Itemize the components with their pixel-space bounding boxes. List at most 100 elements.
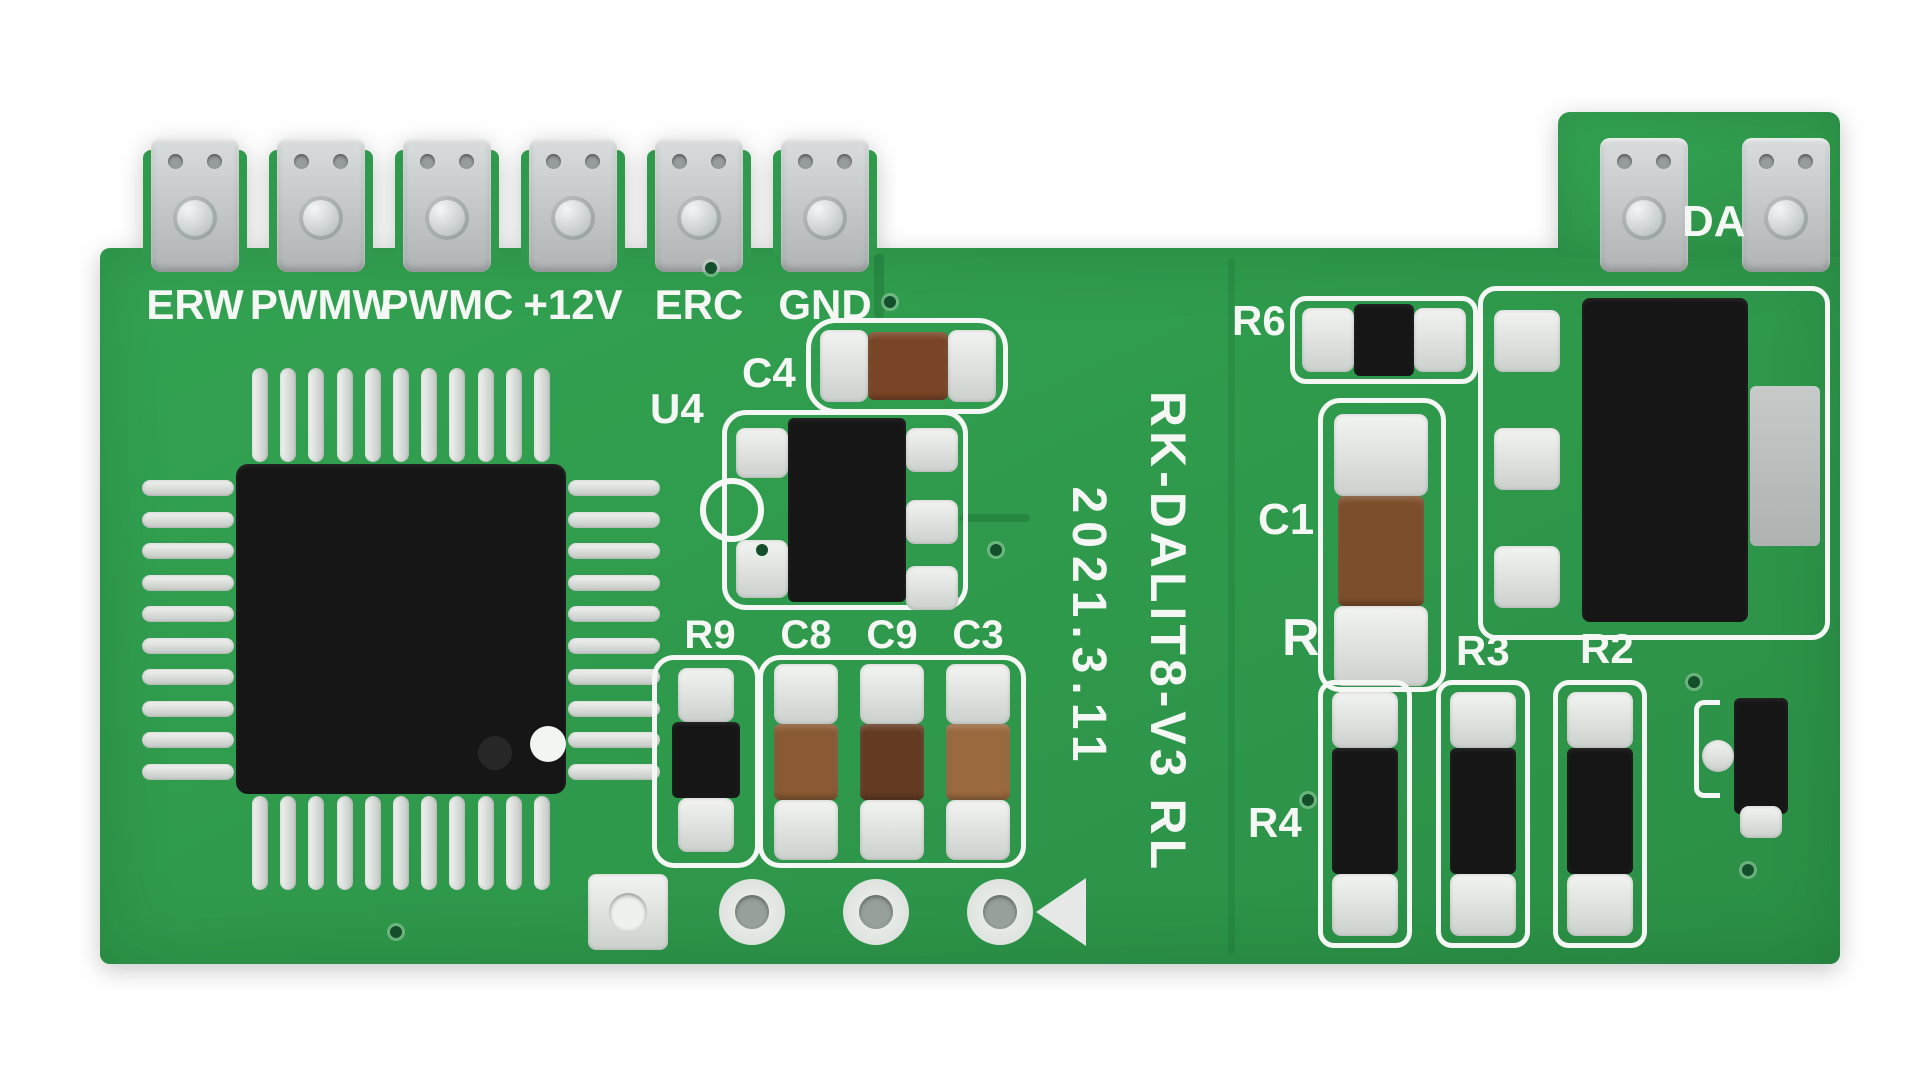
regulator-pad xyxy=(1494,546,1560,608)
silkscreen-r4: R4 xyxy=(1248,799,1302,846)
mount-hole-ring xyxy=(967,879,1033,945)
silkscreen-r6: R6 xyxy=(1232,297,1286,344)
terminal-label-12v: +12V xyxy=(523,281,623,328)
resistor-r2-body xyxy=(1567,748,1633,874)
ic-pin xyxy=(142,669,234,686)
ic-pin xyxy=(364,368,381,462)
silkscreen-r: R xyxy=(1282,609,1320,667)
ic-pin xyxy=(336,368,353,462)
pad-hole-icon xyxy=(983,895,1017,929)
pad-hole-icon xyxy=(672,154,687,169)
silkscreen-da: DA xyxy=(1682,197,1746,246)
capacitor-c8-body xyxy=(774,724,838,800)
resistor-r9-body xyxy=(672,722,740,798)
pad-hole-icon xyxy=(1798,154,1813,169)
pad-hole-icon xyxy=(585,154,600,169)
ic-pin xyxy=(392,796,409,890)
via-icon xyxy=(1302,794,1314,806)
u4-pad xyxy=(906,428,958,472)
silkscreen-date: 2021.3.11 xyxy=(1062,486,1115,770)
ic-pin xyxy=(568,732,660,749)
ic-pin xyxy=(568,543,660,560)
pad-hole-icon xyxy=(425,196,469,240)
terminal-label-erw: ERW xyxy=(146,281,244,328)
transistor-pad xyxy=(1702,740,1734,772)
ic-pin xyxy=(568,480,660,496)
silkscreen-c8: C8 xyxy=(780,613,832,657)
ic-pin xyxy=(308,368,325,462)
c8-c9-c3-outline xyxy=(758,655,1026,868)
resistor-r4-body xyxy=(1332,748,1398,874)
u4-circle-icon xyxy=(700,478,764,542)
terminal-pad-da-1 xyxy=(1600,138,1688,272)
ic-pin xyxy=(477,796,494,890)
pad-hole-icon xyxy=(859,895,893,929)
fiducial-dot-icon xyxy=(530,726,566,762)
silkscreen-c9: C9 xyxy=(866,613,918,657)
silkscreen-r9: R9 xyxy=(684,613,736,657)
via-icon xyxy=(756,544,768,556)
resistor-r6-body xyxy=(1354,304,1414,376)
ic-pin xyxy=(505,796,522,890)
ic-pin xyxy=(142,606,234,623)
ic-pin xyxy=(142,637,234,654)
via-icon xyxy=(1688,676,1700,688)
pad-hole-icon xyxy=(711,154,726,169)
pad-hole-icon xyxy=(1622,196,1666,240)
via-icon xyxy=(990,544,1002,556)
pad-hole-icon xyxy=(1617,154,1632,169)
pad-hole-icon xyxy=(333,154,348,169)
u4-pad xyxy=(736,428,788,478)
resistor-r3-body xyxy=(1450,748,1516,874)
r3-pad xyxy=(1450,874,1516,936)
pad-hole-icon xyxy=(798,154,813,169)
terminal-pad-pwmw xyxy=(277,138,365,272)
c4-pad xyxy=(820,330,868,402)
r6-outline xyxy=(1290,296,1478,384)
pad-hole-icon xyxy=(1759,154,1774,169)
c8-pad xyxy=(774,800,838,860)
ic-pin xyxy=(308,796,325,890)
pad-hole-icon xyxy=(677,196,721,240)
c9-pad xyxy=(860,800,924,860)
r9-outline xyxy=(652,655,760,868)
capacitor-c9-body xyxy=(860,724,924,800)
u4-pad xyxy=(906,500,958,544)
terminal-label-pwmw: PWMW xyxy=(249,281,393,328)
ic-pin xyxy=(568,669,660,686)
c1-pad xyxy=(1334,414,1428,496)
mount-hole-ring xyxy=(719,879,785,945)
pad-hole-icon xyxy=(420,154,435,169)
ic-pin xyxy=(449,368,466,462)
r9-pad xyxy=(678,668,734,722)
pad-hole-icon xyxy=(294,154,309,169)
ic-pin xyxy=(142,700,234,717)
r4-pad xyxy=(1332,692,1398,748)
ic-pin xyxy=(568,637,660,654)
ic-pin xyxy=(280,796,297,890)
regulator-tab xyxy=(1750,386,1820,546)
ic-pin xyxy=(252,796,268,890)
ic-pin xyxy=(421,368,438,462)
r9-pad xyxy=(678,798,734,852)
r6-pad xyxy=(1302,308,1354,372)
via-icon xyxy=(1742,864,1754,876)
capacitor-c3-body xyxy=(946,724,1010,800)
pad-hole-icon xyxy=(803,196,847,240)
ic-pin xyxy=(421,796,438,890)
ic-pin xyxy=(505,368,522,462)
pad-hole-icon xyxy=(168,154,183,169)
silkscreen-c4: C4 xyxy=(742,349,796,396)
terminal-pad-da-2 xyxy=(1742,138,1830,272)
silkscreen-c3: C3 xyxy=(952,613,1004,657)
c4-pad xyxy=(948,330,996,402)
pad-hole-icon xyxy=(609,893,647,931)
ic-pin xyxy=(568,763,660,780)
r2-pad xyxy=(1567,874,1633,936)
ic-pin xyxy=(252,368,268,462)
r6-pad xyxy=(1414,308,1466,372)
pad-hole-icon xyxy=(299,196,343,240)
regulator-pad xyxy=(1494,310,1560,372)
